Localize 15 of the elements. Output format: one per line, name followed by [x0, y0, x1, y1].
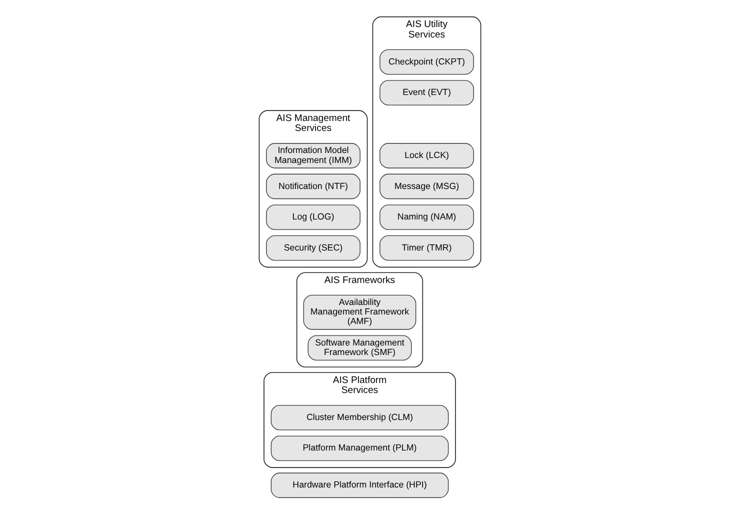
node-box: Platform Management (PLM) — [270, 436, 449, 462]
node-box: Message (MSG) — [380, 174, 474, 200]
node-box: Security (SEC) — [266, 235, 360, 261]
node-box: Hardware Platform Interface (HPI) — [270, 472, 449, 498]
node-box: Naming (NAM) — [380, 204, 474, 230]
node-box: Checkpoint (CKPT) — [380, 49, 474, 75]
node-box: Software Management Framework (SMF) — [308, 335, 412, 360]
node-box: Cluster Membership (CLM) — [270, 404, 449, 430]
node-box: Notification (NTF) — [266, 174, 360, 200]
node-box: Timer (TMR) — [380, 235, 474, 261]
node-box: Lock (LCK) — [380, 143, 474, 168]
node-box: Log (LOG) — [266, 204, 360, 230]
node-box: Information Model Management (IMM) — [266, 143, 360, 168]
node-box: Availability Management Framework (AMF) — [303, 294, 416, 330]
node-box: Event (EVT) — [380, 80, 474, 106]
